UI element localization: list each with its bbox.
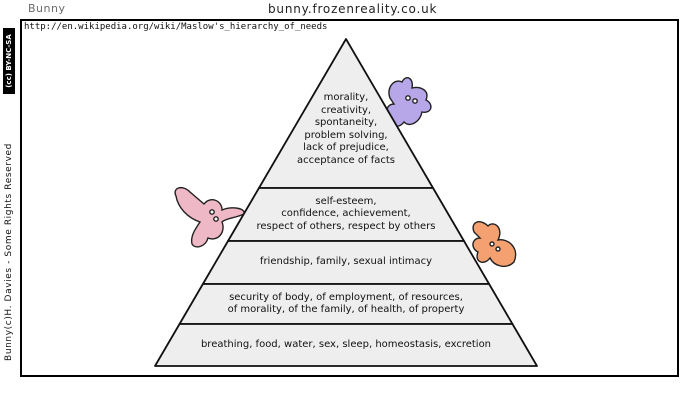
header-title: Bunny [28,2,66,15]
orange-bunny [472,221,517,268]
tier-label-line: respect of others, respect by others [256,220,436,232]
tier-label-line: creativity, [320,104,372,116]
tier-label-physiological: breathing, food, water, sex, sleep, home… [196,339,496,352]
tier-label-line: lack of prejudice, [303,142,389,153]
tier-label-safety: security of body, of employment, of reso… [196,292,496,317]
pyramid-tiers [154,38,538,367]
tier-label-line: self-esteem, [315,195,377,207]
tier-label-line: morality, [323,92,369,103]
tier-label-line: confidence, achievement, [281,208,411,220]
pink-bunny [174,186,245,248]
tier-label-line: security of body, of employment, of reso… [229,291,463,303]
source-url: http://en.wikipedia.org/wiki/Maslow's_hi… [24,22,328,32]
tier-label-line: friendship, family, sexual intimacy [259,256,433,268]
tier-label-love-belonging: friendship, family, sexual intimacy [196,256,496,269]
comic-panel [20,19,679,377]
site-name: bunny.frozenreality.co.uk [268,2,438,16]
tier-label-line: problem solving, [304,129,388,141]
tier-label-self-actualization: morality,creativity,spontaneity,problem … [196,92,496,167]
pyramid-tier-physiological [154,323,538,367]
tier-label-line: spontaneity, [314,117,378,128]
tier-label-esteem: self-esteem,confidence, achievement,resp… [196,196,496,234]
tier-label-line: breathing, food, water, sex, sleep, home… [200,338,492,350]
cc-license-badge[interactable]: (cc) BY-NC-SA [3,28,15,94]
tier-label-line: of morality, of the family, of health, o… [227,304,465,315]
tier-label-line: acceptance of facts [297,154,395,166]
purple-bunny [386,77,432,128]
